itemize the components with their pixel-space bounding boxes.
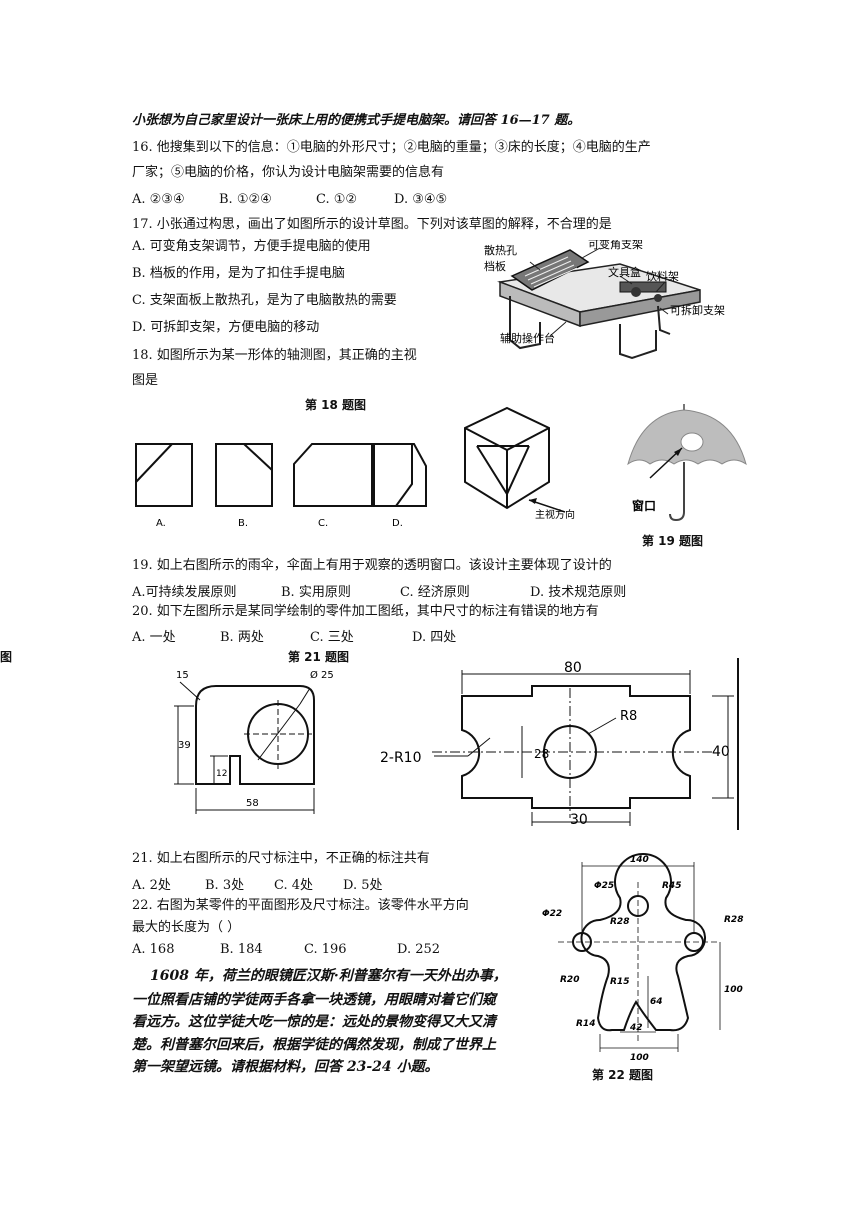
dim-100-v: 100: [724, 985, 743, 995]
choice-b-label: B.: [238, 518, 248, 529]
q20-option-a: A. 一处: [132, 630, 176, 645]
label-drink: 饮料架: [646, 269, 679, 283]
dim-42: 42: [629, 1023, 643, 1033]
q21-option-d: D. 5处: [343, 878, 383, 893]
q21-option-a: A. 2处: [132, 878, 171, 893]
q21-option-c: C. 4处: [274, 878, 314, 893]
q17-option-d: D. 可拆卸支架，方便电脑的移动: [132, 320, 320, 335]
view-direction-label: 主视方向: [535, 508, 575, 521]
dim-58: 58: [246, 798, 259, 809]
dim-30: 30: [570, 812, 588, 828]
dim-12: 12: [216, 769, 227, 779]
dim-r20: R20: [560, 975, 579, 985]
dim-40: 40: [712, 744, 730, 760]
q19-option-b: B. 实用原则: [281, 585, 351, 600]
q21-stem: 21. 如上右图所示的尺寸标注中，不正确的标注共有: [132, 851, 430, 866]
dim-15: 15: [176, 670, 189, 681]
q17-stem: 17. 小张通过构思，画出了如图所示的设计草图。下列对该草图的解释，不合理的是: [132, 217, 612, 232]
dim-39: 39: [178, 740, 191, 751]
q17-option-c: C. 支架面板上散热孔，是为了电脑散热的需要: [132, 293, 397, 308]
dim-r15: R15: [610, 977, 629, 987]
laptop-stand-figure: 散热孔 档板 可变角支架 文具盒 饮料架 可拆卸支架 辅助操作台: [484, 240, 725, 360]
q17-option-a: A. 可变角支架调节，方便手提电脑的使用: [132, 239, 371, 254]
q19-option-a: A.可持续发展原则: [132, 585, 237, 600]
choice-d-label: D.: [392, 518, 403, 529]
dim-r28-a: R28: [610, 917, 629, 927]
q16-option-a: A. ②③④: [132, 192, 185, 207]
passage-line4: 楚。利普塞尔回来后，根据学徒的偶然发现，制成了世界上: [132, 1037, 496, 1053]
dim-d25: Ø 25: [310, 669, 334, 681]
dim-28: 28: [534, 747, 549, 761]
q18-stem-line1: 18. 如图所示为某一形体的轴测图，其正确的主视: [132, 348, 417, 363]
label-leg: 可拆卸支架: [670, 303, 725, 317]
q22-option-c: C. 196: [304, 942, 347, 957]
q20-stem: 20. 如下左图所示是某同学绘制的零件加工图纸，其中尺寸的标注有错误的地方有: [132, 604, 599, 619]
passage-line1: 1608 年，荷兰的眼镜匠汉斯·利普塞尔有一天外出办事，: [150, 968, 507, 984]
q22-caption: 第 22 题图: [592, 1068, 654, 1082]
dim-140: 140: [630, 855, 649, 865]
label-vent: 散热孔: [484, 243, 517, 257]
passage-line2: 一位照看店铺的学徒两手各拿一块透镜，用眼睛对着它们窥: [132, 992, 496, 1008]
q20-part-drawing: 15 Ø 25 39 12 58: [174, 669, 334, 814]
q18-isometric-figure: 主视方向: [464, 406, 575, 521]
q22-stem-line2: 最大的长度为（ ）: [132, 920, 241, 935]
dim-64: 64: [650, 997, 663, 1007]
dim-r28-b: R28: [724, 915, 743, 925]
label-baffle: 档板: [484, 259, 506, 273]
q16-option-b: B. ①②④: [219, 192, 272, 207]
q19-option-c: C. 经济原则: [400, 585, 470, 600]
q20-option-b: B. 两处: [220, 630, 264, 645]
choice-c-shape: [293, 443, 373, 507]
dim-phi25: Φ25: [594, 881, 614, 891]
q22-part-drawing: 140 Φ25 R45 Φ22 R28 R28 R20 R15 64 100 R…: [542, 853, 743, 1062]
q19-caption: 第 19 题图: [642, 534, 704, 548]
umbrella-figure: 窗口: [627, 404, 747, 522]
choice-d-shape: [373, 443, 427, 507]
q16-stem-line2: 厂家；⑤电脑的价格，你认为设计电脑架需要的信息有: [132, 165, 445, 180]
window-label: 窗口: [632, 498, 656, 513]
choice-a-label: A.: [156, 518, 166, 529]
passage-line3: 看远方。这位学徒大吃一惊的是：远处的景物变得又大又清: [132, 1014, 496, 1030]
q16-stem-line1: 16. 他搜集到以下的信息：①电脑的外形尺寸；②电脑的重量；③床的长度；④电脑的…: [132, 140, 651, 155]
q19-option-d: D. 技术规范原则: [530, 585, 627, 600]
choice-a-shape: [135, 443, 193, 507]
dim-2-r10: 2-R10: [380, 750, 422, 766]
dim-100-h: 100: [630, 1053, 649, 1062]
dim-phi22: Φ22: [542, 909, 562, 919]
dim-r8: R8: [620, 709, 637, 724]
choice-b-shape: [215, 443, 273, 507]
q20-option-d: D. 四处: [412, 630, 457, 645]
q21-option-b: B. 3处: [205, 878, 245, 893]
choice-c-label: C.: [318, 518, 328, 529]
passage-line5: 第一架望远镜。请根据材料，回答 23-24 小题。: [132, 1059, 439, 1075]
q22-option-b: B. 184: [220, 942, 263, 957]
label-desk: 辅助操作台: [500, 331, 555, 345]
side-fragment: 图: [0, 650, 13, 664]
q19-stem: 19. 如上右图所示的雨伞，伞面上有用于观察的透明窗口。该设计主要体现了设计的: [132, 558, 612, 573]
q16-option-c: C. ①②: [316, 192, 358, 207]
q18-caption: 第 18 题图: [305, 398, 367, 412]
q22-option-a: A. 168: [132, 942, 175, 957]
intro-16-17: 小张想为自己家里设计一张床上用的便携式手提电脑架。请回答 16—17 题。: [132, 113, 581, 128]
q22-stem-line1: 22. 右图为某零件的平面图形及尺寸标注。该零件水平方向: [132, 898, 469, 913]
label-stand: 可变角支架: [588, 240, 643, 251]
q17-option-b: B. 档板的作用，是为了扣住手提电脑: [132, 266, 345, 281]
q20-option-c: C. 三处: [310, 630, 354, 645]
q18-stem-line2: 图是: [132, 373, 159, 388]
dim-80: 80: [564, 660, 582, 676]
q21-part-drawing: 80 R8 28 2-R10 40 30: [380, 658, 739, 830]
q16-option-d: D. ③④⑤: [394, 192, 448, 207]
dim-r14: R14: [576, 1019, 595, 1029]
dim-r45: R45: [662, 881, 681, 891]
q18-choices-figure: A. B. C. D.: [135, 443, 427, 529]
q22-option-d: D. 252: [397, 942, 441, 957]
label-box: 文具盒: [608, 265, 641, 279]
q21-caption: 第 21 题图: [288, 650, 350, 664]
